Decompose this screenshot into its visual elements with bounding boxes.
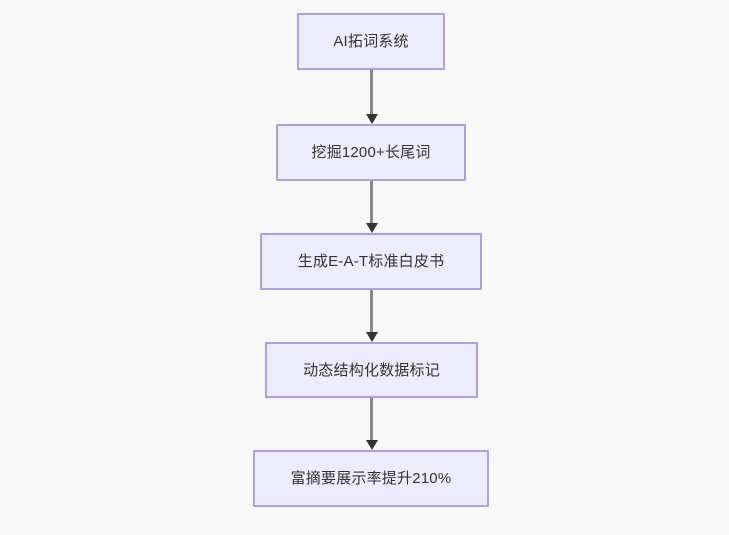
arrowhead-icon	[365, 223, 378, 233]
edge-line	[370, 181, 373, 224]
edge-line	[370, 290, 373, 333]
flow-edge	[365, 290, 378, 342]
flow-node-label: 挖掘1200+长尾词	[311, 144, 431, 161]
flow-node-label: AI拓词系统	[333, 33, 409, 50]
flow-edge	[365, 70, 378, 124]
flow-node-dynamic-structured-data[interactable]: 动态结构化数据标记	[265, 342, 478, 398]
flow-node-ai-keyword-system[interactable]: AI拓词系统	[297, 13, 445, 70]
flow-node-label: 生成E-A-T标准白皮书	[297, 253, 445, 270]
arrowhead-icon	[365, 440, 378, 450]
flow-node-generate-eat-whitepaper[interactable]: 生成E-A-T标准白皮书	[260, 233, 482, 290]
flow-edge	[365, 181, 378, 233]
arrowhead-icon	[365, 114, 378, 124]
flow-node-rich-snippet-uplift[interactable]: 富摘要展示率提升210%	[253, 450, 489, 507]
arrowhead-icon	[365, 332, 378, 342]
flow-edge	[365, 398, 378, 450]
flow-node-label: 动态结构化数据标记	[303, 361, 440, 379]
flow-node-mine-longtail-keywords[interactable]: 挖掘1200+长尾词	[276, 124, 466, 181]
edge-line	[370, 398, 373, 441]
flow-node-label: 富摘要展示率提升210%	[290, 470, 452, 487]
edge-line	[370, 70, 373, 115]
